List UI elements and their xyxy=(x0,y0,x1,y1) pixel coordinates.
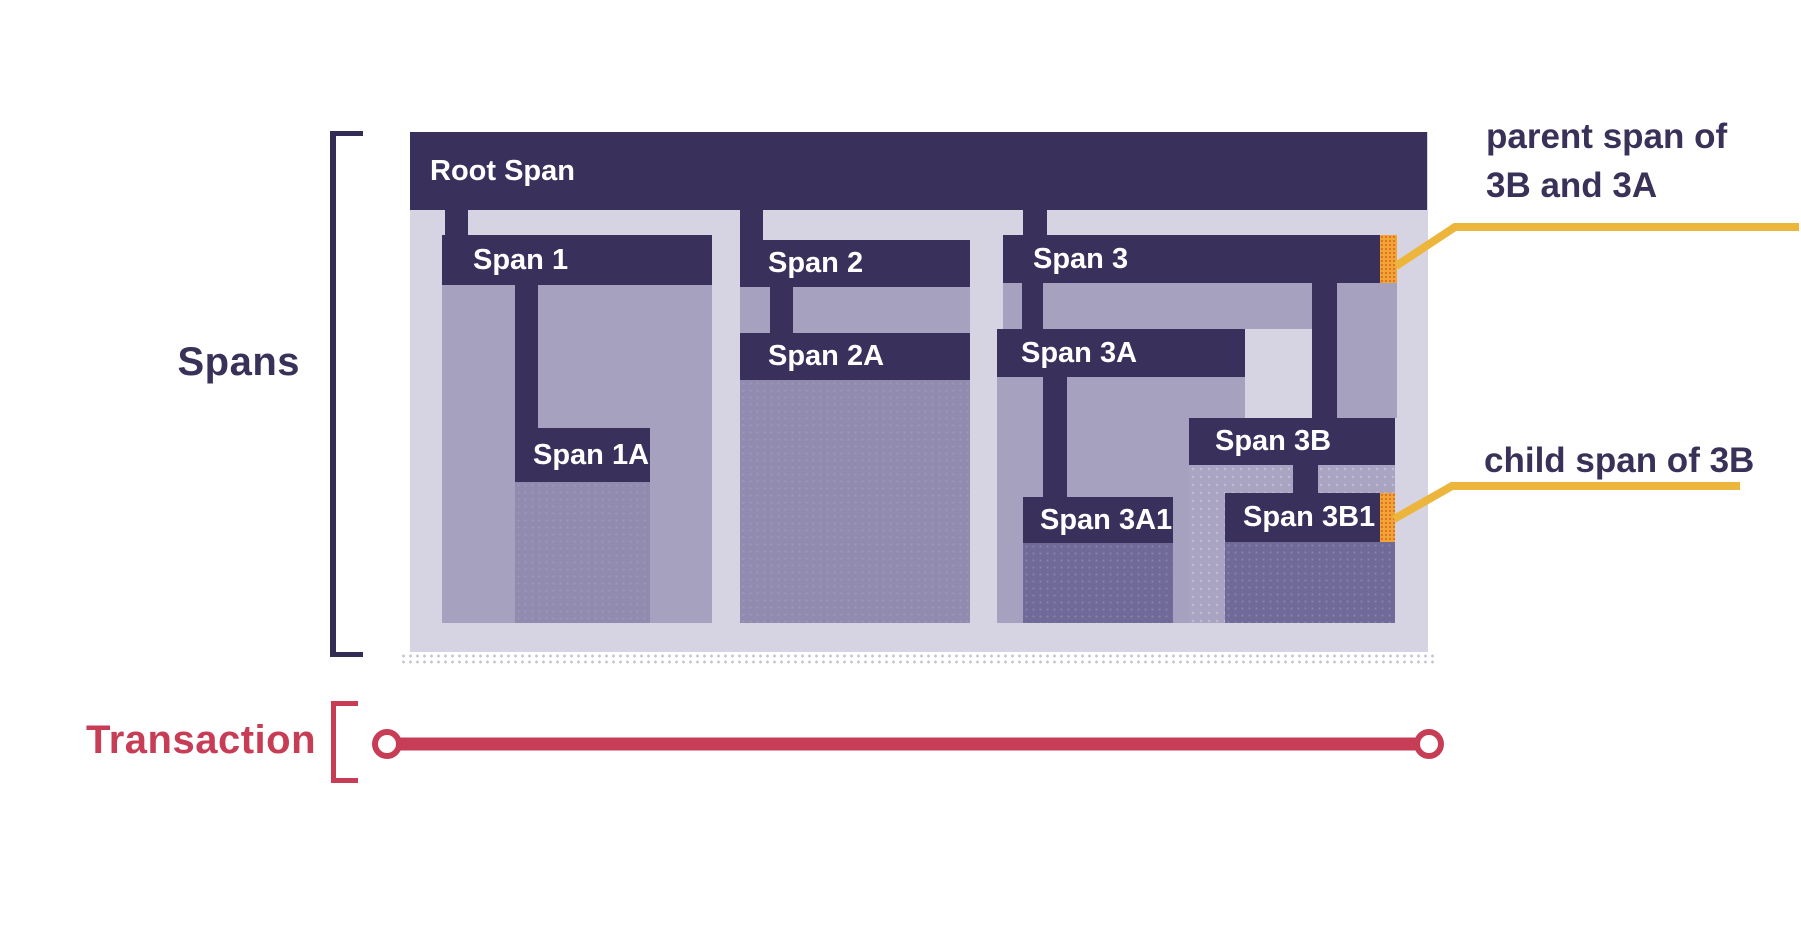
transaction-bracket xyxy=(331,701,358,783)
trace-container: Root Span Span 1 Span 1A Span 2 Span 2A … xyxy=(410,132,1428,652)
parent-span-annotation-line1: parent span of xyxy=(1486,117,1728,156)
span1-label: Span 1 xyxy=(473,244,569,276)
span2-label: Span 2 xyxy=(768,247,864,279)
span1-bar: Span 1 xyxy=(442,235,712,285)
span2a-fill xyxy=(740,380,970,623)
transaction-label: Transaction xyxy=(86,718,317,762)
span2a-bar: Span 2A xyxy=(740,333,970,380)
span3a1-label: Span 3A1 xyxy=(1040,504,1173,536)
span3a1-fill xyxy=(1023,543,1173,623)
span3-bar: Span 3 xyxy=(1003,235,1380,283)
connector-span3a-span3a1 xyxy=(1043,377,1067,497)
span1a-label: Span 1A xyxy=(533,439,650,471)
span3-parent-marker xyxy=(1380,235,1397,283)
span3b1-child-marker xyxy=(1380,493,1395,542)
span2a-label: Span 2A xyxy=(768,340,885,372)
span3-fill-column xyxy=(1337,283,1397,418)
connector-root-span2 xyxy=(740,210,763,241)
span3a1-bar: Span 3A1 xyxy=(1023,497,1173,543)
span3a-bar: Span 3A xyxy=(997,329,1245,377)
container-shadow xyxy=(400,653,1434,664)
span1a-bar: Span 1A xyxy=(515,428,650,482)
span3b1-bar: Span 3B1 xyxy=(1225,493,1380,542)
parent-span-annotation-line2: 3B and 3A xyxy=(1486,166,1658,205)
root-span-label: Root Span xyxy=(430,155,575,187)
parent-span-annotation: parent span of 3B and 3A xyxy=(1486,112,1727,210)
spans-bracket xyxy=(330,131,363,657)
connector-span3-span3a xyxy=(1022,283,1043,329)
child-span-annotation: child span of 3B xyxy=(1484,441,1755,480)
connector-root-span1 xyxy=(445,210,468,236)
span3b1-fill xyxy=(1225,542,1395,623)
span3b-bar: Span 3B xyxy=(1189,418,1395,465)
child-annotation-line xyxy=(1392,482,1740,523)
span3b-label: Span 3B xyxy=(1215,425,1332,457)
span3a-label: Span 3A xyxy=(1021,337,1138,369)
connector-span3b-span3b1 xyxy=(1293,465,1318,493)
transaction-start-circle xyxy=(372,729,402,759)
transaction-end-circle xyxy=(1414,729,1444,759)
span3b1-label: Span 3B1 xyxy=(1243,501,1376,533)
connector-span1-span1a xyxy=(515,285,538,428)
connector-span3-span3b xyxy=(1312,283,1337,418)
spans-label: Spans xyxy=(177,340,300,384)
root-span-bar: Root Span xyxy=(410,132,1427,210)
span1a-fill xyxy=(515,482,650,623)
connector-root-span3 xyxy=(1023,210,1047,236)
parent-annotation-line xyxy=(1393,223,1799,270)
span2-bar: Span 2 xyxy=(740,240,970,287)
connector-span2-span2a xyxy=(770,287,793,333)
span3-label: Span 3 xyxy=(1033,243,1129,275)
